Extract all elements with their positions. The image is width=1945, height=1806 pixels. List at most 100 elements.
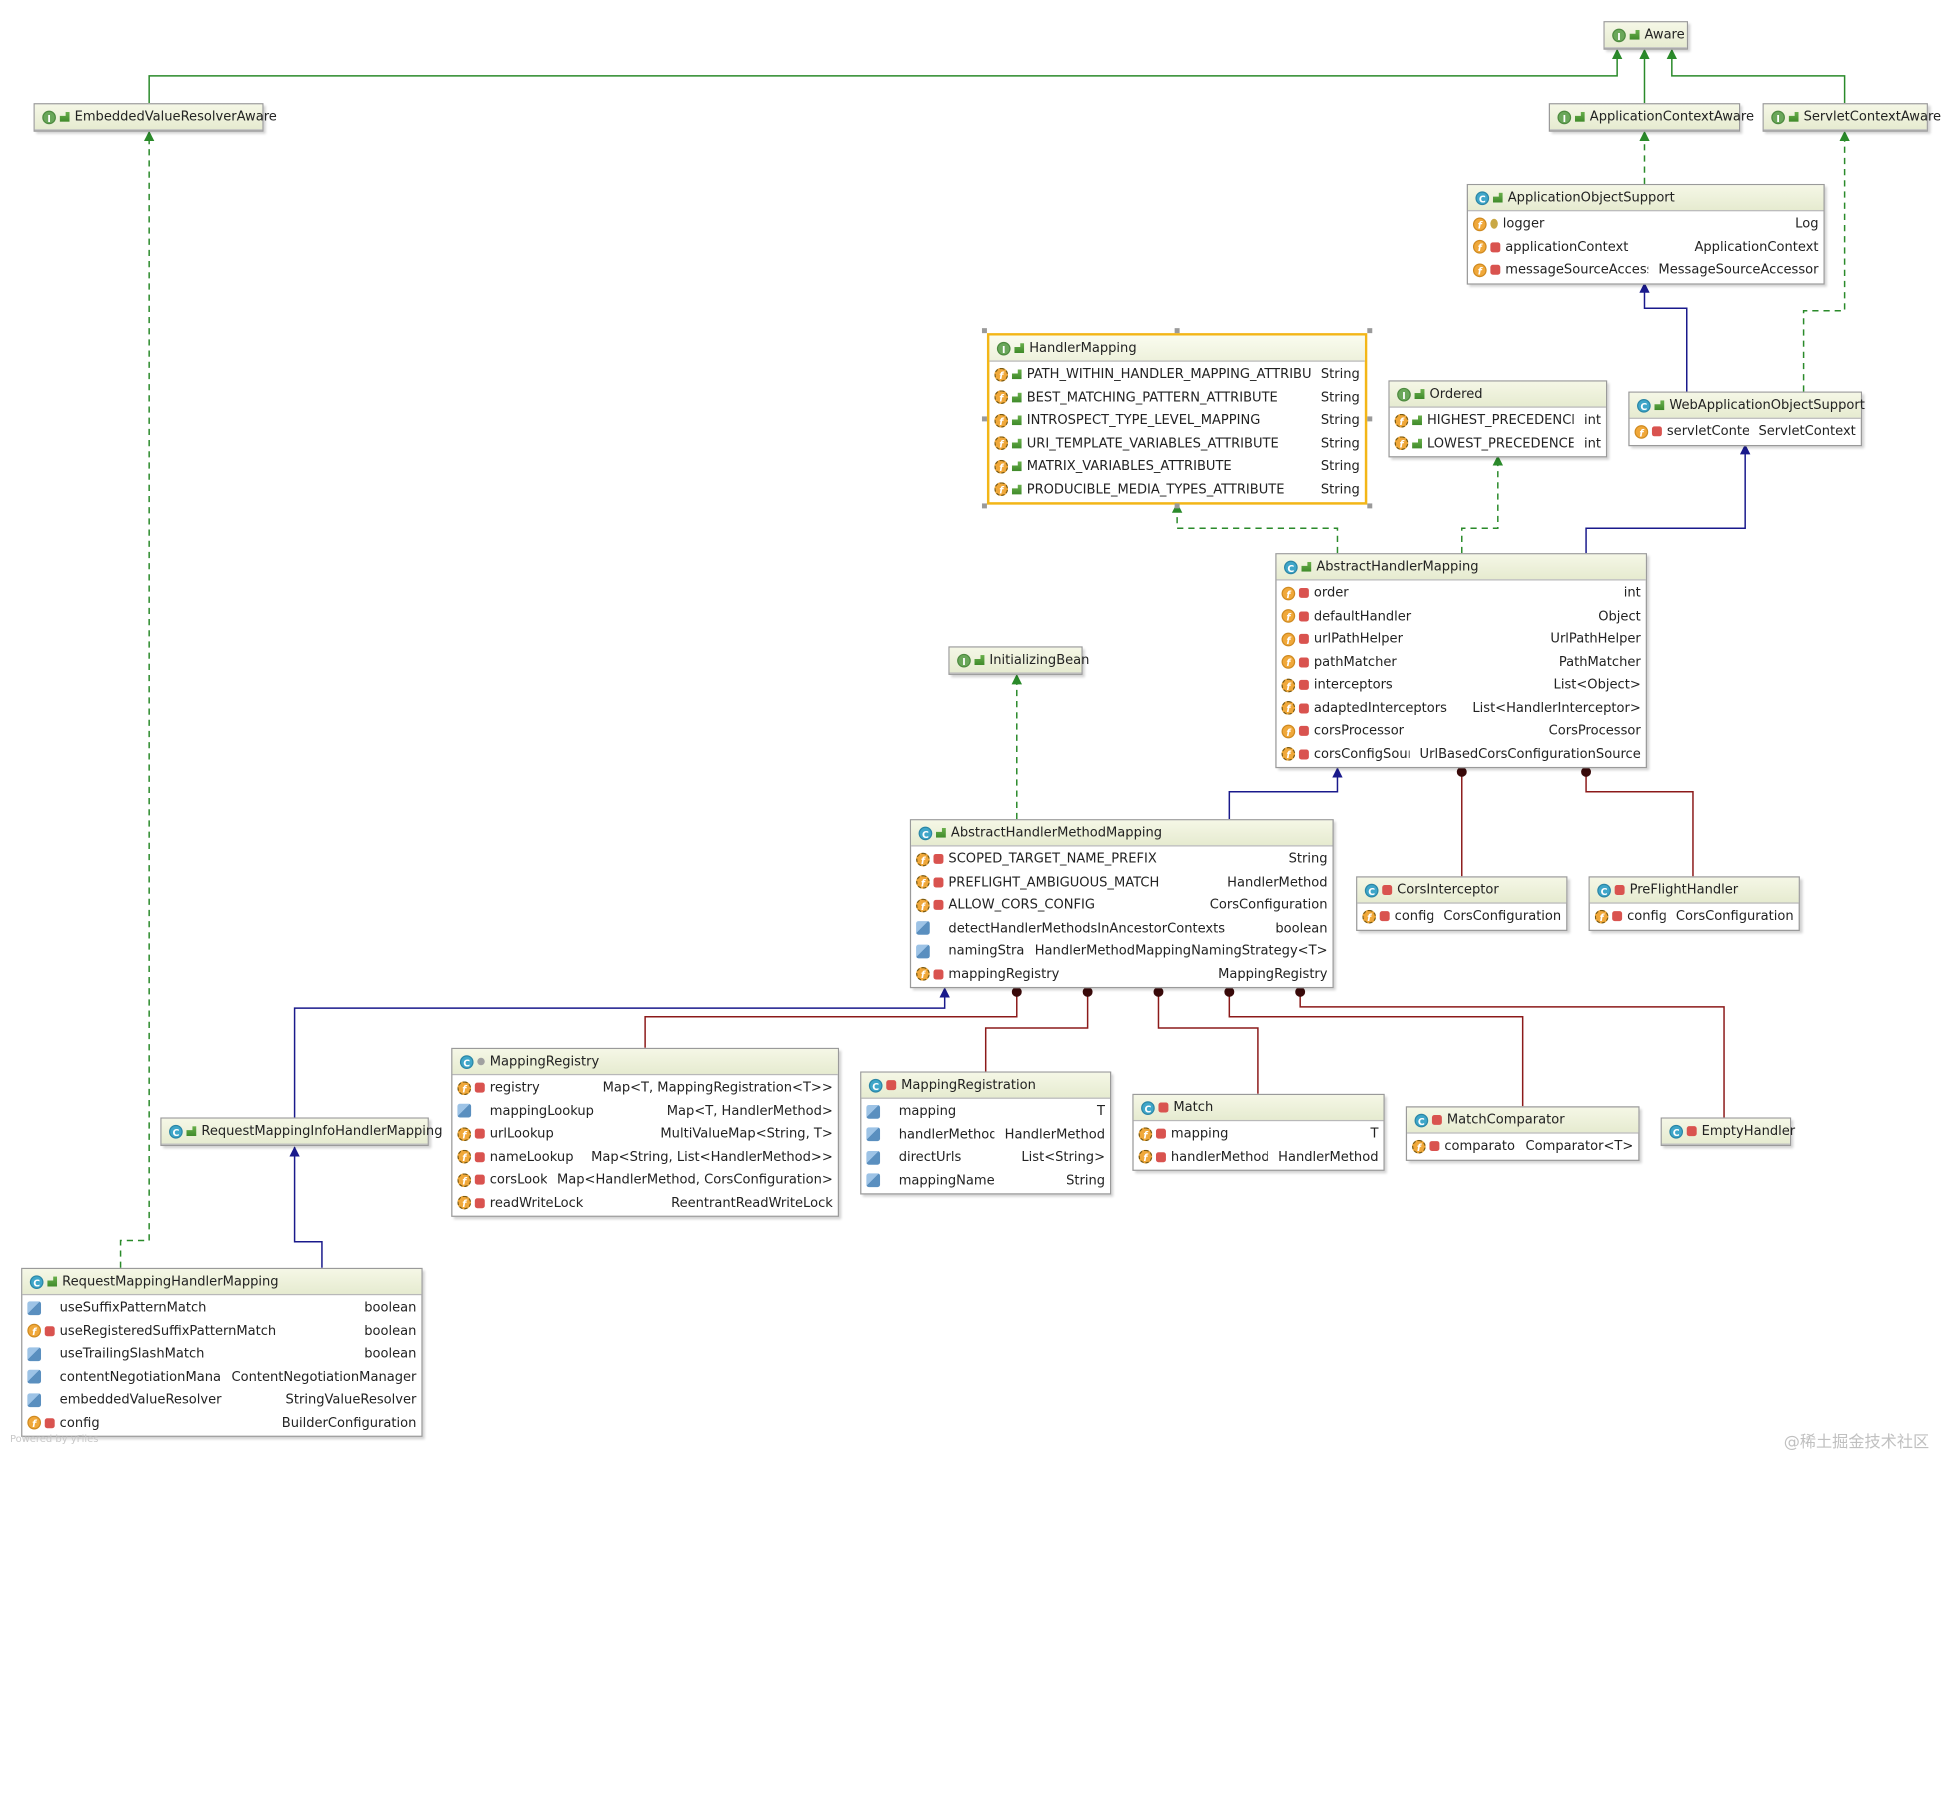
private-icon [1612,911,1623,922]
field-name: urlPathHelper [1313,631,1403,647]
field-row[interactable]: fcorsLookupMap<HandlerMethod, CorsConfig… [457,1168,833,1191]
field-package-icon [27,1393,42,1407]
public-icon [1654,400,1665,411]
selection-handle[interactable] [981,416,987,422]
field-list: fservletContextServletContext [1630,419,1861,444]
field-name: useSuffixPatternMatch [59,1300,207,1316]
field-name: handlerMethod [898,1126,995,1142]
field-name: servletContext [1666,423,1749,439]
field-type: ApplicationContext [1694,239,1819,255]
field-name: useTrailingSlashMatch [59,1346,205,1362]
private-icon [933,877,944,888]
selection-handle[interactable] [1367,416,1373,422]
field-row[interactable]: fmessageSourceAccessorMessageSourceAcces… [1472,259,1819,282]
public-icon [1788,111,1799,122]
selection-handle[interactable] [1367,503,1373,509]
field-type: String [1288,851,1328,867]
selection-handle[interactable] [1174,503,1180,509]
field-type: CorsProcessor [1548,723,1641,739]
field-row[interactable]: fservletContextServletContext [1634,420,1856,443]
field-name: corsLookup [489,1172,548,1188]
edge-mr-ahmm [644,991,1018,1048]
selection-handle[interactable] [981,328,987,334]
field-type: int [1583,412,1601,428]
field-icon: f [1281,632,1296,647]
field-row[interactable]: namingStrategyHandlerMethodMappingNaming… [916,940,1328,963]
field-name: PRODUCIBLE_MEDIA_TYPES_ATTRIBUTE [1026,481,1285,497]
selection-handle[interactable] [1174,328,1180,334]
selection-handle[interactable] [981,503,987,509]
dot-eh [1295,986,1306,997]
private-icon [1298,611,1309,622]
static-field-icon: f [916,898,930,913]
selection-handle[interactable] [1367,328,1373,334]
interface-icon: I [1612,27,1626,42]
field-row[interactable]: contentNegotiationManagerContentNegotiat… [27,1365,416,1388]
node-title: Ordered [1429,386,1483,402]
field-row[interactable]: fcorsConfigSourceUrlBasedCorsConfigurati… [1281,743,1641,766]
